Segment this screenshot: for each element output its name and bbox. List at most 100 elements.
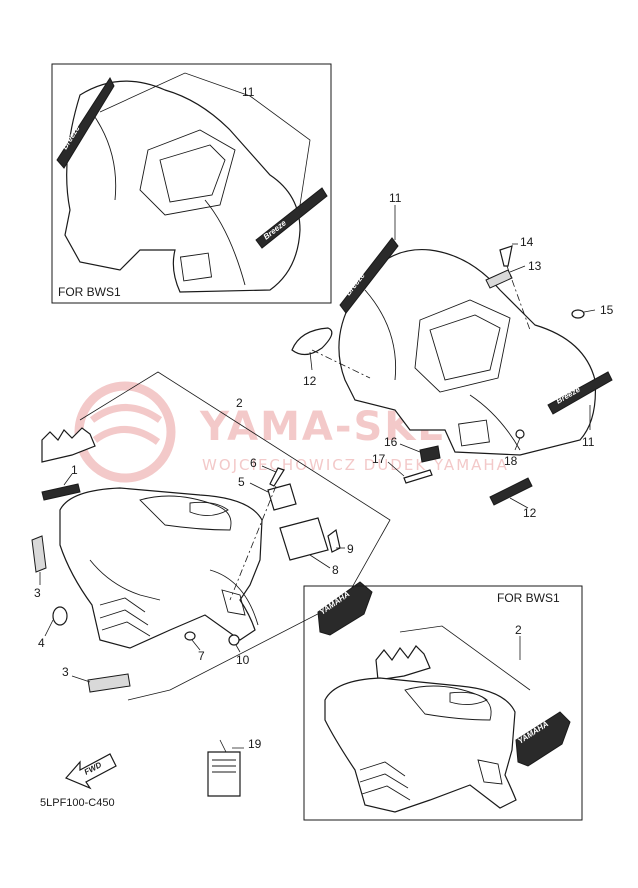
callout-5: 5 xyxy=(238,475,245,489)
decal-11-top-right xyxy=(255,187,328,249)
bws1-pad xyxy=(477,759,503,785)
bws1-cap xyxy=(449,691,488,705)
front-fender-grille xyxy=(99,597,151,637)
leader-6 xyxy=(261,465,277,473)
bws1-tank-opening xyxy=(404,685,492,721)
front-fender-contour xyxy=(89,559,161,601)
tag-19 xyxy=(207,751,241,797)
decal-2-toothed xyxy=(41,427,96,463)
decal-3-upper xyxy=(31,535,47,573)
decal-yamaha-bws1 xyxy=(515,711,571,767)
frame-top-left: FOR BWS1 Breeze Breeze 11 xyxy=(51,63,332,304)
callout-11-mid-right: 11 xyxy=(582,435,595,449)
callout-9: 9 xyxy=(347,542,354,556)
fender-seat-inner xyxy=(159,144,226,203)
leader-5 xyxy=(249,482,269,493)
frame-bottom-right-label: FOR BWS1 xyxy=(497,591,560,605)
callout-16: 16 xyxy=(384,435,398,449)
fender-seat-cavity xyxy=(139,129,236,216)
front-fender xyxy=(59,487,263,649)
plate-5 xyxy=(267,483,297,511)
nut-18 xyxy=(515,429,525,439)
bolt-6 xyxy=(269,467,285,487)
leader-4 xyxy=(44,619,54,637)
tag-19-lines xyxy=(212,759,236,773)
leader-16 xyxy=(399,443,421,453)
bolt-9 xyxy=(327,528,341,553)
decal-3-lower xyxy=(87,673,131,693)
decal-13 xyxy=(485,269,513,289)
rear-fender-contour-right xyxy=(469,394,521,451)
leader-19 xyxy=(219,739,244,753)
decal-11-top-left xyxy=(56,76,115,169)
leader-12-lower xyxy=(509,497,529,509)
grommet-15 xyxy=(571,309,585,319)
fender-contour-left xyxy=(89,109,117,201)
frame-bottom-right-border xyxy=(303,585,583,821)
rear-fender-contour-left xyxy=(364,289,397,381)
decal-11-mid-right xyxy=(547,371,613,415)
callout-3-upper: 3 xyxy=(34,586,41,600)
leader-2-bws1-outline xyxy=(399,625,531,691)
leader-17 xyxy=(387,461,405,477)
fwd-arrow-icon: FWD xyxy=(64,753,117,790)
nut-10 xyxy=(228,634,240,646)
callout-18: 18 xyxy=(504,454,518,468)
callout-17: 17 xyxy=(372,452,386,466)
leader-12-upper-tick xyxy=(309,351,313,371)
decal-12-upper xyxy=(291,327,333,356)
front-fender-bws1 xyxy=(324,677,517,813)
front-fender-tank-opening xyxy=(139,495,232,531)
callout-10: 10 xyxy=(236,653,250,667)
fender-reflector-plate xyxy=(179,252,213,282)
leader-15 xyxy=(583,309,596,313)
plate-8 xyxy=(279,517,329,561)
callout-2-main: 2 xyxy=(236,396,243,410)
leader-1 xyxy=(63,473,73,486)
plate-16 xyxy=(419,445,441,463)
bws1-grille xyxy=(359,761,411,801)
callout-11-mid-left: 11 xyxy=(389,191,402,205)
callout-3-lower: 3 xyxy=(62,665,69,679)
front-fender-group: 2 1 3 4 3 5 6 xyxy=(31,371,391,809)
callout-15: 15 xyxy=(600,303,614,317)
callout-12-lower: 12 xyxy=(523,506,537,520)
leader-11-right xyxy=(249,95,311,206)
leader-14-dash xyxy=(506,265,531,331)
callout-6: 6 xyxy=(250,456,257,470)
callout-14: 14 xyxy=(520,235,534,249)
watermark-subtitle: WOJCIECHOWICZ DUDEK YAMAHA xyxy=(202,456,509,474)
rear-fender-bws1 xyxy=(64,80,301,293)
grommet-7 xyxy=(184,631,196,641)
watermark-logo-swoosh xyxy=(89,404,163,445)
front-fender-side xyxy=(209,569,259,626)
leader-18 xyxy=(514,437,521,451)
decal-1 xyxy=(41,483,81,501)
front-fender-pad xyxy=(221,589,246,616)
decal-11-mid-left xyxy=(339,237,399,314)
decal-yamaha-front xyxy=(317,581,373,636)
leader-7 xyxy=(191,639,201,651)
leader-3-lower xyxy=(71,675,91,683)
rear-fender-seat-cavity xyxy=(414,299,511,393)
leader-11-left xyxy=(99,72,251,113)
callout-2-bws1: 2 xyxy=(515,623,522,637)
decal-12-lower xyxy=(489,477,533,506)
rivet-14 xyxy=(499,245,513,267)
callout-13: 13 xyxy=(528,259,542,273)
callout-12-upper: 12 xyxy=(303,374,317,388)
frame-bottom-right: FOR BWS1 2 YAMAHA xyxy=(303,585,583,821)
callout-8: 8 xyxy=(332,563,339,577)
fender-contour-right xyxy=(204,199,246,286)
frame-top-left-border xyxy=(51,63,332,304)
callout-7: 7 xyxy=(198,649,205,663)
leader-13 xyxy=(509,265,526,273)
decal-2-bws1-toothed xyxy=(375,645,431,681)
leader-2-outline xyxy=(79,371,391,701)
frame-top-left-label: FOR BWS1 xyxy=(58,285,121,299)
leader-8 xyxy=(309,554,331,569)
rear-fender-reflector xyxy=(458,419,490,447)
rear-fender-seat-inner xyxy=(429,314,501,381)
